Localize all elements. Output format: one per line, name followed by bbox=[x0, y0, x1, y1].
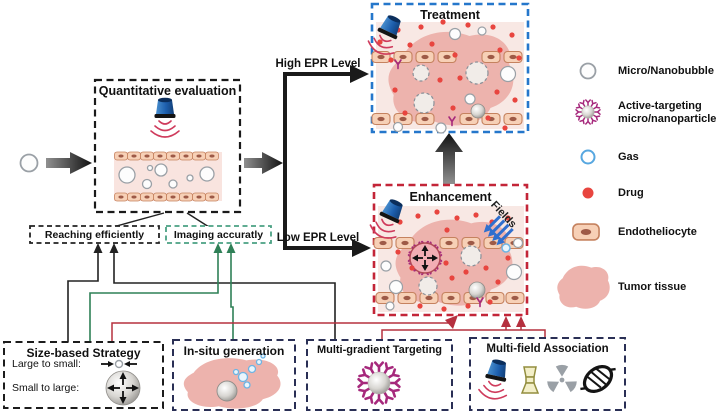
multi-gradient-targeting-title: Multi-gradient Targeting bbox=[316, 344, 443, 356]
reaching-efficiently-label: Reaching efficiently bbox=[44, 229, 145, 241]
multi-field-icons bbox=[476, 357, 616, 403]
legend-label-active-targeting: Active-targeting micro/nanoparticle bbox=[618, 100, 717, 125]
connector-lines bbox=[67, 212, 546, 344]
field-arrows-icon bbox=[483, 215, 514, 246]
flow-arrows bbox=[19, 65, 463, 257]
high-epr-label: High EPR Level bbox=[275, 58, 361, 70]
input-bubble-icon bbox=[19, 153, 39, 173]
enhancement-title: Enhancement bbox=[409, 190, 492, 204]
epr-branch-line bbox=[283, 72, 352, 250]
enhancement-bubbles bbox=[380, 237, 524, 311]
in-situ-generation-title: In-situ generation bbox=[183, 344, 285, 358]
active-targeting-particle-icon bbox=[576, 100, 600, 124]
gas-icon bbox=[580, 149, 596, 165]
enhancement-bursting-particles bbox=[418, 245, 482, 296]
treatment-bubbles bbox=[392, 26, 517, 134]
legend-label-gas: Gas bbox=[618, 151, 639, 163]
large-to-small-icon bbox=[101, 359, 137, 369]
enhancement-drug-dots bbox=[395, 209, 511, 312]
multi-field-association-title: Multi-field Association bbox=[486, 343, 609, 355]
small-to-large-icon bbox=[105, 370, 141, 406]
legend-label-tumor-tissue: Tumor tissue bbox=[618, 281, 687, 293]
quantitative-evaluation-box bbox=[93, 78, 242, 214]
tumor-tissue-icon bbox=[557, 265, 610, 309]
microbubble-icon bbox=[579, 62, 597, 80]
legend-label-endotheliocyte: Endotheliocyte bbox=[618, 226, 697, 238]
legend-icons bbox=[557, 62, 610, 309]
low-epr-label: Low EPR Level bbox=[276, 232, 360, 244]
reaching-efficiently-box bbox=[29, 225, 160, 244]
quantitative-evaluation-title: Quantitative evaluation bbox=[98, 84, 237, 98]
input-arrow bbox=[46, 152, 92, 174]
treatment-title: Treatment bbox=[420, 8, 480, 22]
circulating-bubbles bbox=[118, 163, 215, 190]
enhancement-box bbox=[367, 183, 529, 317]
imaging-accurately-label: Imaging accuratly bbox=[173, 229, 264, 241]
large-to-small-label: Large to small: bbox=[12, 358, 81, 370]
endotheliocyte-icon bbox=[572, 223, 600, 241]
magnet-coil-icon bbox=[580, 365, 616, 393]
light-source-icon bbox=[520, 366, 540, 394]
low-epr-arrowhead bbox=[352, 239, 371, 257]
multi-gradient-particle-icon bbox=[359, 363, 400, 404]
expanding-bubble-icon bbox=[409, 242, 441, 274]
legend-label-microbubble: Micro/Nanobubble bbox=[618, 65, 714, 77]
high-epr-arrowhead bbox=[350, 65, 369, 83]
gas-bubble bbox=[501, 243, 511, 253]
to-branch-arrow bbox=[244, 152, 283, 174]
imaging-accurately-box bbox=[165, 225, 272, 244]
treatment-box bbox=[365, 2, 530, 134]
bursting-particles bbox=[412, 61, 489, 114]
legend-label-drug: Drug bbox=[618, 187, 644, 199]
radiation-icon bbox=[545, 364, 579, 393]
enhancement-to-treatment-arrow bbox=[435, 133, 463, 184]
in-situ-generation-icon bbox=[183, 353, 281, 409]
size-based-strategy-title: Size-based Strategy bbox=[26, 346, 141, 360]
treatment-drug-dots bbox=[377, 19, 522, 131]
drug-icon bbox=[582, 187, 594, 199]
small-to-large-label: Small to large: bbox=[12, 382, 80, 394]
